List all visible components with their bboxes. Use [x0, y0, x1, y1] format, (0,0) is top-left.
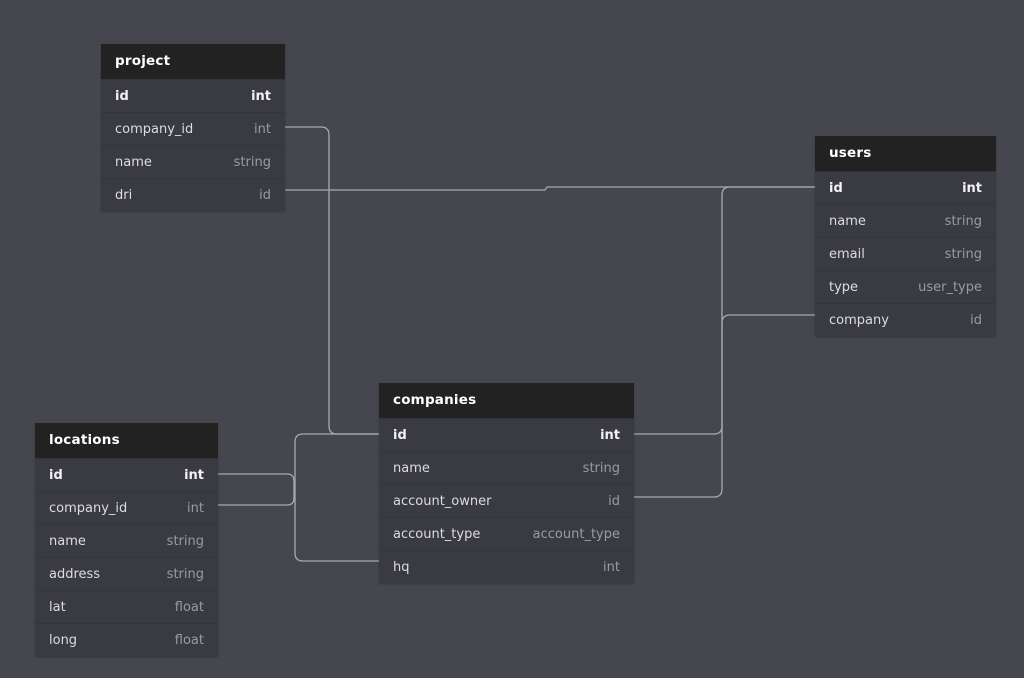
- field-type: int: [251, 88, 271, 104]
- field-type: float: [174, 632, 204, 648]
- table-project[interactable]: project id int company_id int name strin…: [101, 44, 285, 211]
- field-name: address: [49, 566, 101, 582]
- field-type: id: [259, 187, 271, 203]
- field-row[interactable]: company_id int: [35, 491, 218, 524]
- field-type: string: [166, 566, 204, 582]
- field-row[interactable]: name string: [379, 451, 634, 484]
- field-row[interactable]: id int: [101, 79, 285, 112]
- field-type: int: [600, 427, 620, 443]
- field-name: long: [49, 632, 78, 648]
- field-type: int: [184, 467, 204, 483]
- field-row[interactable]: account_owner id: [379, 484, 634, 517]
- field-row[interactable]: lat float: [35, 590, 218, 623]
- field-row[interactable]: type user_type: [815, 270, 996, 303]
- field-row[interactable]: address string: [35, 557, 218, 590]
- table-header[interactable]: project: [101, 44, 285, 79]
- field-type: int: [603, 559, 620, 575]
- table-header[interactable]: users: [815, 136, 996, 171]
- field-name: id: [115, 88, 129, 104]
- field-row[interactable]: company_id int: [101, 112, 285, 145]
- field-name: type: [829, 279, 859, 295]
- field-type: string: [944, 246, 982, 262]
- field-row[interactable]: id int: [35, 458, 218, 491]
- field-row[interactable]: name string: [35, 524, 218, 557]
- table-header[interactable]: locations: [35, 423, 218, 458]
- field-row[interactable]: id int: [815, 171, 996, 204]
- link-users-company-to-companies-id: [634, 314, 815, 435]
- field-type: float: [174, 599, 204, 615]
- field-name: company_id: [115, 121, 194, 137]
- field-row[interactable]: hq int: [379, 550, 634, 583]
- field-name: company: [829, 312, 889, 328]
- field-type: user_type: [918, 279, 982, 295]
- table-users[interactable]: users id int name string email string ty…: [815, 136, 996, 336]
- table-locations[interactable]: locations id int company_id int name str…: [35, 423, 218, 656]
- field-type: string: [233, 154, 271, 170]
- field-name: name: [115, 154, 152, 170]
- field-row[interactable]: id int: [379, 418, 634, 451]
- link-project-company-id-to-companies-id: [285, 126, 379, 435]
- table-header[interactable]: companies: [379, 383, 634, 418]
- field-type: int: [187, 500, 204, 516]
- field-name: lat: [49, 599, 66, 615]
- field-type: int: [962, 180, 982, 196]
- field-row[interactable]: long float: [35, 623, 218, 656]
- field-name: email: [829, 246, 865, 262]
- field-row[interactable]: name string: [815, 204, 996, 237]
- link-project-dri-to-users-id: [285, 186, 815, 191]
- field-type: id: [608, 493, 620, 509]
- field-row[interactable]: company id: [815, 303, 996, 336]
- link-locations-id-bus: [218, 473, 295, 506]
- field-name: company_id: [49, 500, 128, 516]
- field-name: account_type: [393, 526, 481, 542]
- field-type: id: [970, 312, 982, 328]
- field-name: hq: [393, 559, 410, 575]
- field-row[interactable]: account_type account_type: [379, 517, 634, 550]
- link-companies-account-owner-to-users-id: [634, 186, 815, 498]
- field-name: account_owner: [393, 493, 492, 509]
- field-type: string: [166, 533, 204, 549]
- field-row[interactable]: email string: [815, 237, 996, 270]
- field-type: account_type: [532, 526, 620, 542]
- link-locations-to-companies-bus: [294, 433, 379, 562]
- field-name: id: [829, 180, 843, 196]
- field-type: string: [582, 460, 620, 476]
- field-type: string: [944, 213, 982, 229]
- field-name: dri: [115, 187, 133, 203]
- field-name: name: [829, 213, 866, 229]
- field-row[interactable]: name string: [101, 145, 285, 178]
- field-row[interactable]: dri id: [101, 178, 285, 211]
- field-name: name: [49, 533, 86, 549]
- field-name: name: [393, 460, 430, 476]
- field-type: int: [254, 121, 271, 137]
- field-name: id: [393, 427, 407, 443]
- table-companies[interactable]: companies id int name string account_own…: [379, 383, 634, 583]
- field-name: id: [49, 467, 63, 483]
